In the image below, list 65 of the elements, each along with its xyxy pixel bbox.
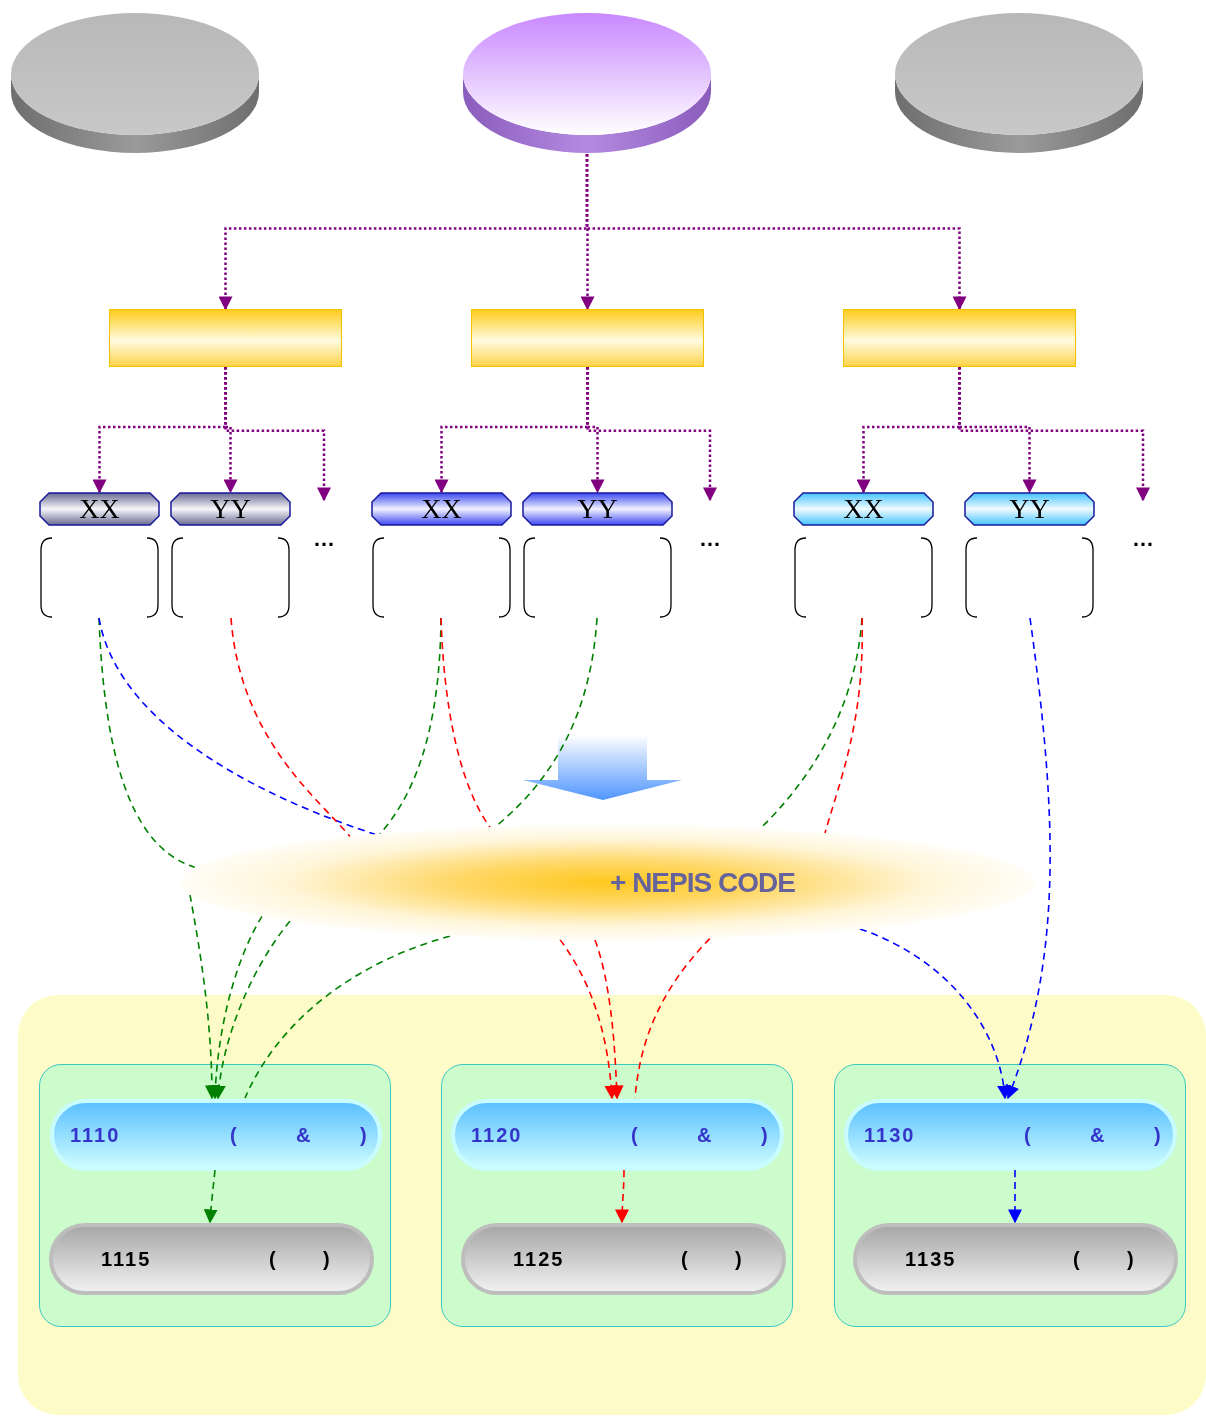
disc-shape	[10, 12, 260, 154]
punctuation-text: &	[296, 1125, 313, 1145]
header-bar	[109, 309, 342, 367]
connector-arrow	[203, 1169, 218, 1224]
connector-arrow	[585, 154, 967, 311]
tag-shape	[39, 492, 160, 526]
punctuation-text: (	[1073, 1249, 1082, 1269]
code-number: 1130	[864, 1125, 916, 1145]
code-number: 1120	[471, 1125, 523, 1145]
ellipsis-text: …	[699, 528, 721, 550]
punctuation-text: )	[323, 1249, 332, 1269]
connector-arrow	[208, 915, 263, 1100]
tag-text: XX	[843, 495, 884, 523]
bracket-frame	[964, 537, 1095, 618]
disc-shape	[462, 12, 712, 154]
connector-arrow	[958, 367, 1150, 502]
tag-shape	[371, 492, 512, 526]
tag-text: YY	[210, 495, 251, 523]
background-area	[18, 995, 1206, 1415]
connector-arrow	[594, 939, 624, 1100]
bracket-frame	[522, 537, 673, 618]
bracket-frame	[371, 537, 512, 618]
punctuation-text: (	[269, 1249, 278, 1269]
tag-text: YY	[577, 495, 618, 523]
connector-arrow	[1005, 617, 1051, 1100]
punctuation-text: (	[681, 1249, 690, 1269]
tag-shape	[793, 492, 934, 526]
code-number: 1110	[70, 1125, 121, 1145]
ellipsis-text: …	[313, 528, 335, 550]
punctuation-text: (	[230, 1125, 239, 1145]
connector-arrow	[586, 367, 717, 502]
punctuation-text: &	[697, 1125, 714, 1145]
tag-text: YY	[1009, 495, 1050, 523]
punctuation-text: )	[761, 1125, 770, 1145]
connector-arrow	[224, 367, 331, 502]
punctuation-text: )	[735, 1249, 744, 1269]
bracket-frame	[793, 537, 934, 618]
connector-arrow	[615, 1169, 630, 1224]
punctuation-text: &	[1090, 1125, 1107, 1145]
ellipsis-text: …	[1132, 528, 1154, 550]
tag-shape	[964, 492, 1095, 526]
punctuation-text: )	[1127, 1249, 1136, 1269]
punctuation-text: (	[1024, 1125, 1033, 1145]
bracket-frame	[39, 537, 160, 618]
code-number: 1135	[905, 1249, 957, 1269]
connector-arrow	[859, 928, 1011, 1100]
group-panel	[39, 1064, 391, 1327]
header-bar	[843, 309, 1076, 367]
tag-text: XX	[79, 495, 120, 523]
punctuation-text: )	[1154, 1125, 1163, 1145]
disc-shape	[894, 12, 1144, 154]
code-number: 1125	[513, 1249, 565, 1269]
group-panel	[834, 1064, 1186, 1327]
tag-shape	[522, 492, 673, 526]
code-number: 1115	[101, 1249, 152, 1269]
code-label: + NEPIS CODE	[610, 865, 795, 900]
tag-text: XX	[421, 495, 462, 523]
punctuation-text: )	[360, 1125, 369, 1145]
header-bar	[471, 309, 704, 367]
connector-arrow	[212, 920, 291, 1100]
connector-arrow	[1008, 1169, 1022, 1224]
tag-shape	[170, 492, 291, 526]
group-panel	[441, 1064, 793, 1327]
bracket-frame	[170, 537, 291, 618]
punctuation-text: (	[631, 1125, 640, 1145]
